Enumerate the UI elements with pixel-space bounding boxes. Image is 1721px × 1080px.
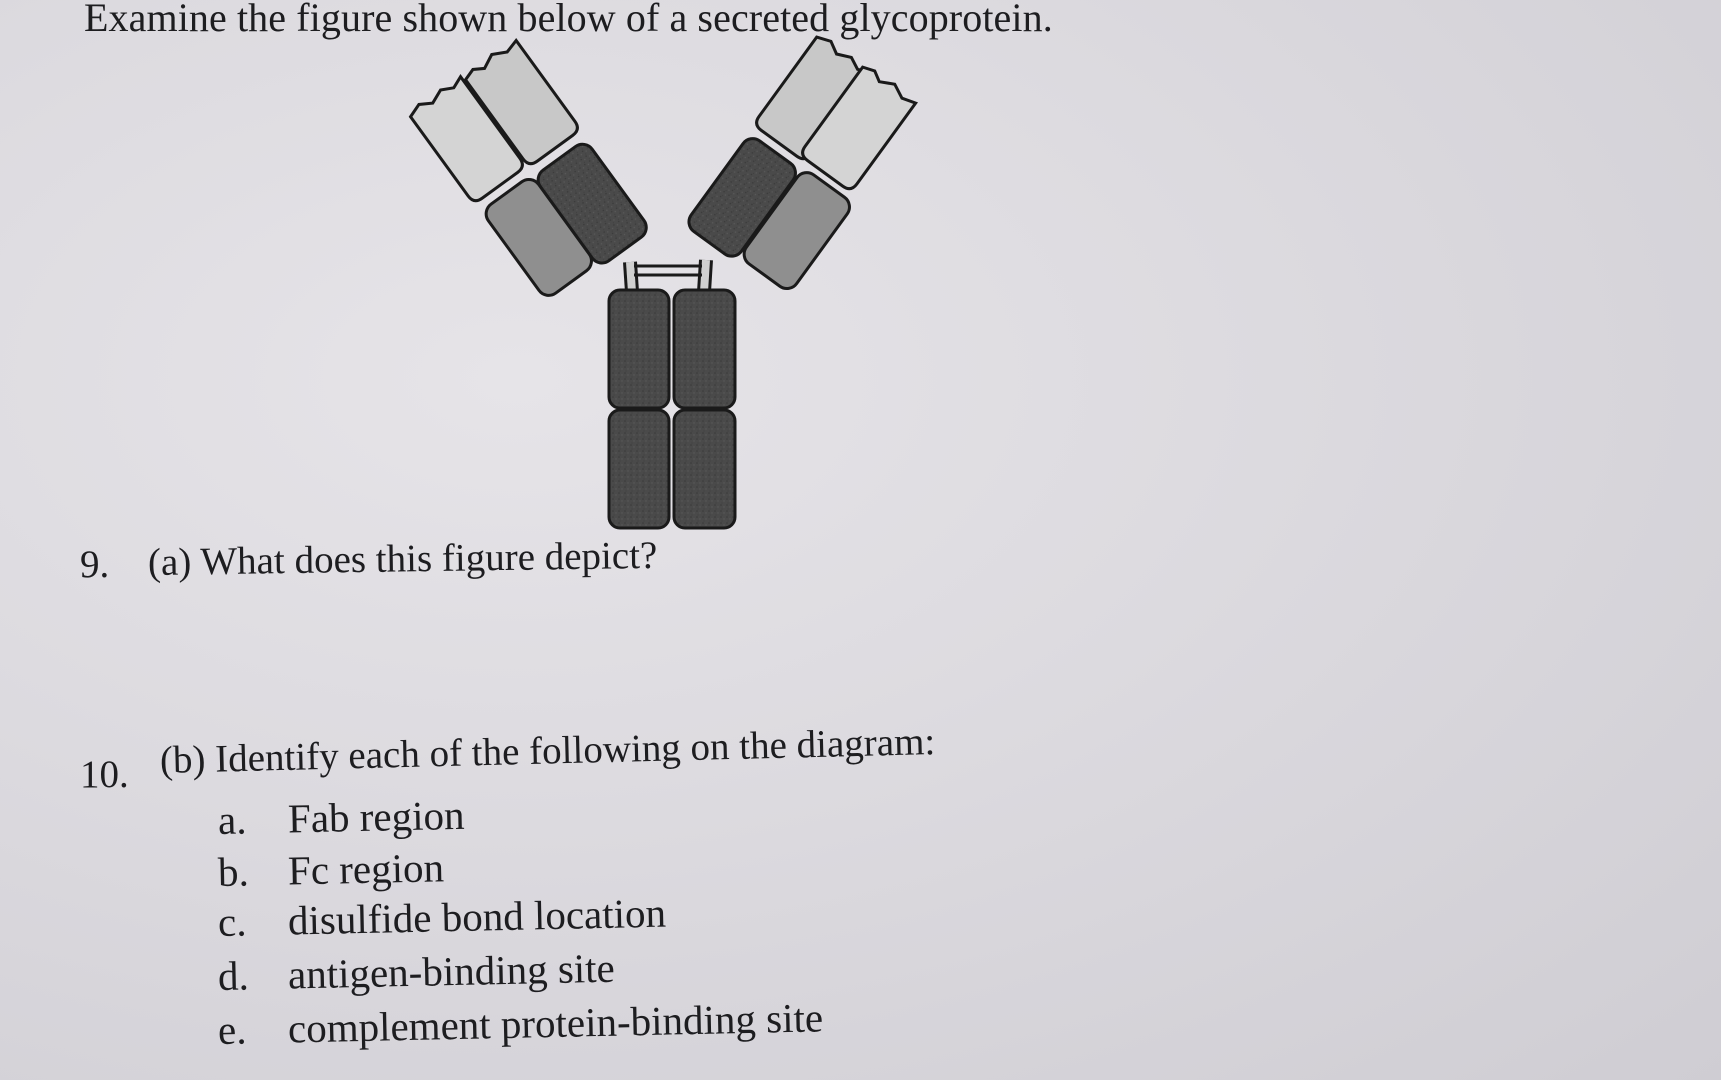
- heavy-chain-ch2-right: [672, 288, 737, 410]
- fab-region-right: [687, 35, 919, 291]
- list-item: a. Fab region: [217, 791, 465, 844]
- list-item: d. antigen-binding site: [217, 944, 616, 1000]
- heavy-chain-ch1-right: [687, 137, 797, 258]
- question-10-number: 10.: [80, 753, 129, 796]
- fab-region-left: [408, 38, 648, 297]
- light-chain-variable-left: [408, 73, 524, 203]
- hinge-region: [623, 259, 713, 293]
- light-chain-constant-right: [742, 171, 851, 291]
- fc-region: [607, 288, 737, 530]
- heavy-chain-ch3-right: [672, 408, 737, 530]
- heavy-chain-variable-left: [463, 38, 579, 166]
- list-item-letter: a.: [217, 796, 247, 843]
- question-9-number: 9.: [80, 543, 110, 586]
- list-item-letter: c.: [217, 898, 247, 945]
- light-chain-variable-right: [801, 65, 919, 191]
- list-item-text: Fab region: [287, 791, 465, 842]
- list-item-text: antigen-binding site: [287, 944, 616, 998]
- page-title: Examine the figure shown below of a secr…: [84, 0, 1053, 40]
- list-item-letter: b.: [217, 848, 250, 895]
- list-item-letter: d.: [217, 952, 250, 999]
- list-item-text: complement protein-binding site: [287, 994, 824, 1052]
- list-item-text: disulfide bond location: [287, 889, 667, 944]
- light-chain-constant-left: [484, 177, 593, 297]
- list-item: c. disulfide bond location: [217, 889, 667, 946]
- disulfide-bond: [634, 264, 702, 277]
- list-item-letter: e.: [217, 1006, 247, 1053]
- list-item-text: Fc region: [287, 844, 445, 894]
- list-item: b. Fc region: [217, 843, 445, 896]
- heavy-chain-ch2-left: [607, 288, 671, 410]
- heavy-chain-ch3-left: [607, 408, 671, 530]
- question-9-text: (a) What does this figure depict?: [147, 533, 658, 584]
